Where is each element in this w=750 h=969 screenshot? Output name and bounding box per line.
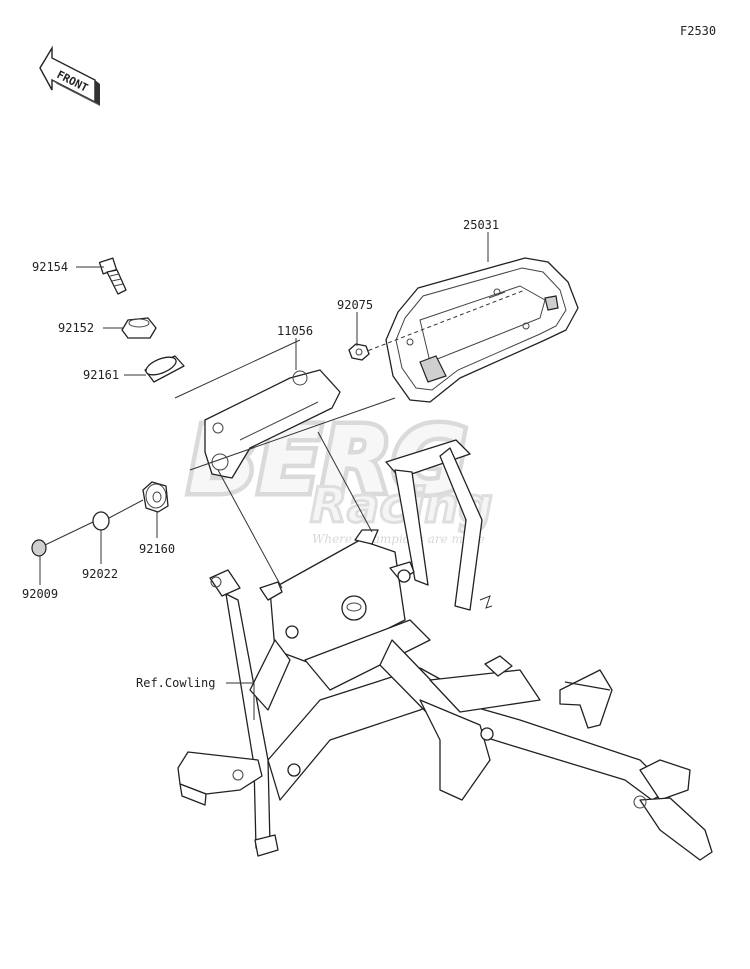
watermark-tagline: Where Champions are made [312, 532, 485, 546]
diagram-code: F2530 [680, 24, 716, 38]
grommet-92075 [348, 343, 370, 361]
rubber-92160 [142, 481, 169, 513]
part-label-92161: 92161 [83, 368, 119, 382]
screw-92009 [31, 521, 94, 557]
leader-lines [39, 232, 489, 720]
rubber-92161 [144, 355, 185, 383]
collar-92152 [121, 317, 157, 339]
part-label-92152: 92152 [58, 321, 94, 335]
part-label-92160: 92160 [139, 542, 175, 556]
part-label-92009: 92009 [22, 587, 58, 601]
part-label-11056: 11056 [277, 324, 313, 338]
part-label-92075: 92075 [337, 298, 373, 312]
washer-92022 [92, 499, 144, 531]
part-label-92154: 92154 [32, 260, 68, 274]
bracket-11056 [174, 339, 396, 479]
bolt-92154 [98, 257, 127, 295]
cowling-stay-frame [177, 431, 713, 861]
part-label-25031: 25031 [463, 218, 499, 232]
ref-label-cowling: Ref.Cowling [136, 676, 215, 690]
meter-assembly [361, 257, 579, 403]
front-arrow-icon: FRONT [39, 45, 100, 106]
part-label-92022: 92022 [82, 567, 118, 581]
